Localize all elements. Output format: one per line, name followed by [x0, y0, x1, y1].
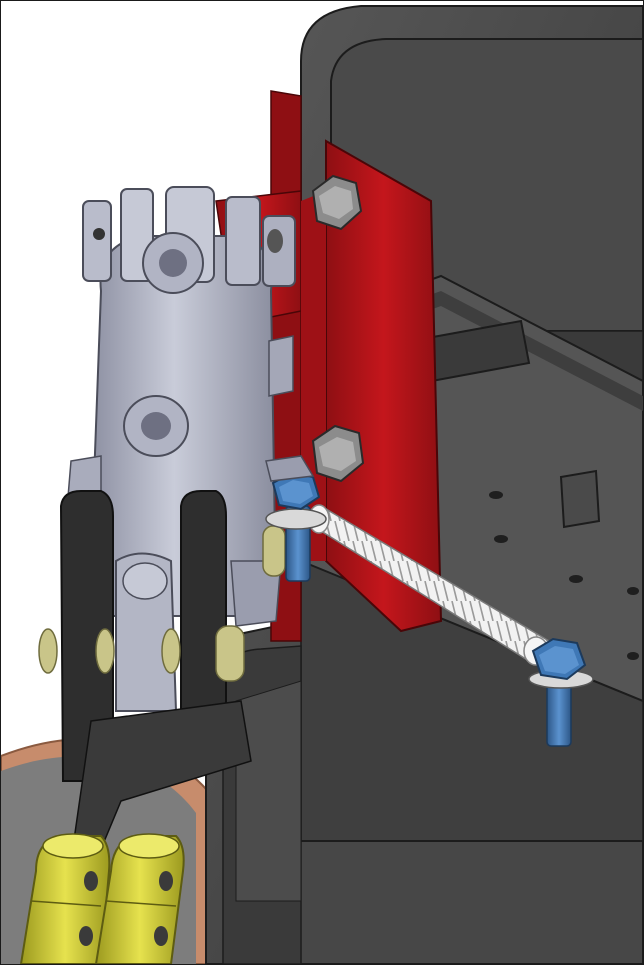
lower-bracket-bolt — [311, 424, 365, 483]
black-fork-arms — [59, 490, 252, 862]
right-hex-bolt — [528, 637, 594, 747]
olive-pins — [38, 525, 286, 682]
left-hex-bolt — [265, 455, 327, 582]
yellow-chain-links — [19, 833, 185, 964]
upper-bracket-bolt — [311, 174, 363, 231]
gray-linkage-body — [65, 186, 296, 627]
